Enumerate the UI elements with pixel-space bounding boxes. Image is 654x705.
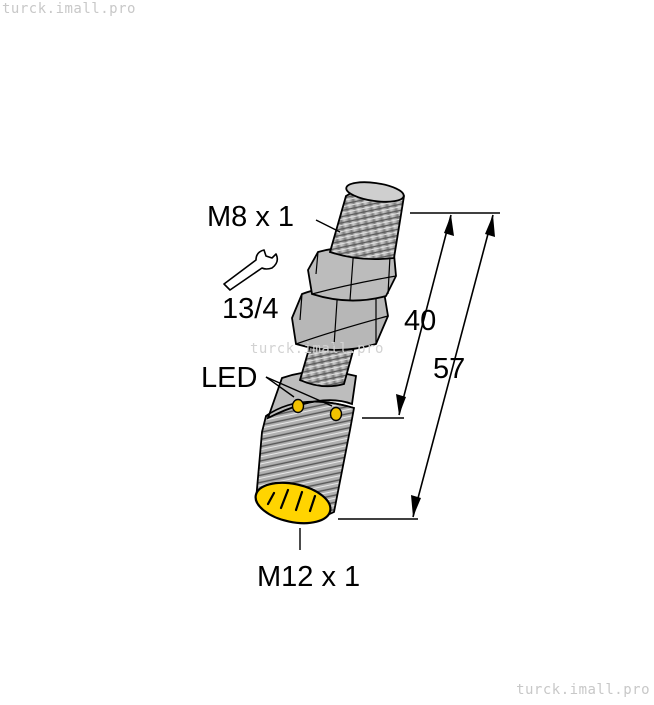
led-leader-right xyxy=(265,376,333,407)
led-left xyxy=(291,398,305,414)
label-wrench-size: 13/4 xyxy=(222,293,278,325)
label-bottom-thread: M12 x 1 xyxy=(257,561,360,593)
label-top-thread: M8 x 1 xyxy=(207,201,294,233)
label-led: LED xyxy=(201,362,257,394)
dim-40-label: 40 xyxy=(404,305,436,337)
dimension-lines xyxy=(338,212,500,520)
wrench-icon xyxy=(223,249,279,291)
led-leader-left xyxy=(265,376,295,398)
watermark-bottom: turck.imall.pro xyxy=(516,682,650,698)
m8-leader xyxy=(315,219,341,233)
led-right xyxy=(329,406,343,422)
watermark-top: turck.imall.pro xyxy=(2,1,136,17)
watermark-middle: turck.imall.pro xyxy=(250,341,384,357)
dim-57-label: 57 xyxy=(433,353,465,385)
sensor-body xyxy=(254,181,405,525)
